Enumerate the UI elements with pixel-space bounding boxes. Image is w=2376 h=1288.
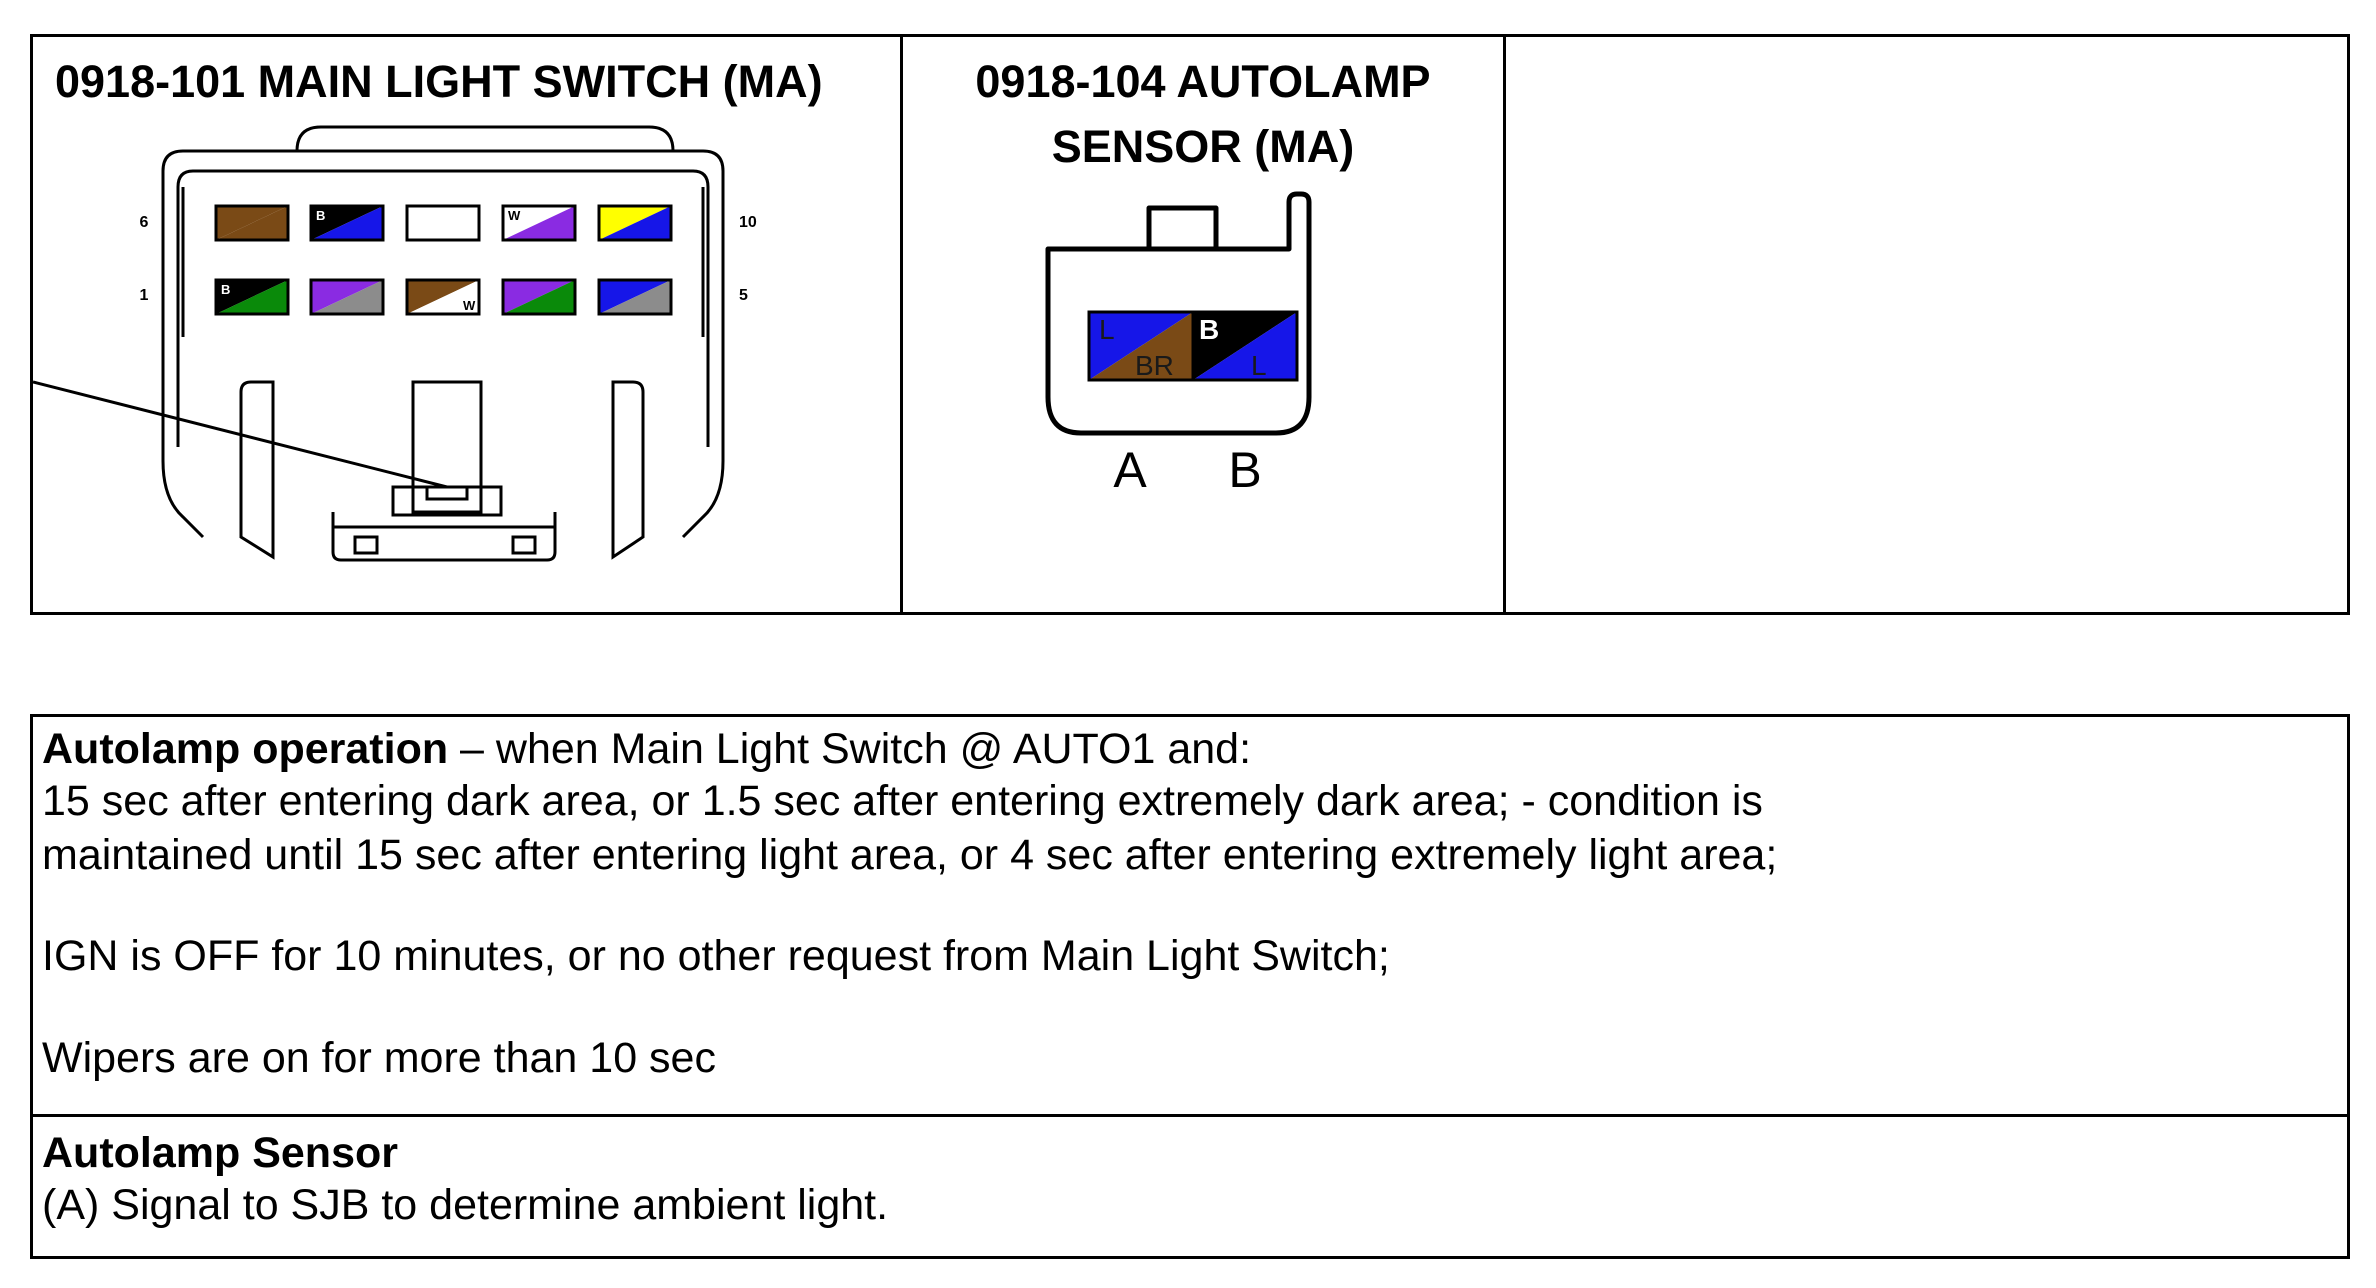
terminal-outline xyxy=(309,204,385,242)
terminal-letter-a: B xyxy=(316,208,325,223)
sensor-pin-b-terminal: B L xyxy=(1193,312,1297,381)
terminal-color-b xyxy=(311,280,383,314)
sensor-pin-a-label: A xyxy=(1113,442,1147,498)
autolamp-operation-line4: Wipers are on for more than 10 sec xyxy=(42,1034,716,1082)
connector-table: 0918-101 MAIN LIGHT SWITCH (MA) xyxy=(30,34,2350,615)
autolamp-sensor-note-text: (A) Signal to SJB to determine ambient l… xyxy=(42,1181,889,1229)
sensor-pin-a-color-b xyxy=(1089,312,1193,380)
terminal-letter-a: B xyxy=(221,282,230,297)
terminal-outline xyxy=(214,204,290,242)
pin-label-10: 10 xyxy=(739,214,757,231)
terminal-color-b xyxy=(503,280,575,314)
sensor-pin-b-letter-b: L xyxy=(1251,350,1267,381)
terminal-color-b xyxy=(216,280,288,314)
terminal-top-1 xyxy=(214,204,290,242)
autolamp-sensor-note-section: Autolamp Sensor (A) Signal to SJB to det… xyxy=(33,1117,2347,1259)
terminal-color-b xyxy=(599,206,671,240)
main-light-switch-connector: 6 1 10 5 B W B W xyxy=(33,125,757,562)
autolamp-operation-heading: Autolamp operation xyxy=(42,725,449,773)
pin-label-6: 6 xyxy=(140,214,149,231)
sensor-pin-b-letter-a: B xyxy=(1199,314,1219,345)
terminal-color-b xyxy=(407,280,479,314)
terminal-letter-b: W xyxy=(463,298,476,313)
autolamp-sensor-title-line1: 0918-104 AUTOLAMP xyxy=(975,56,1431,107)
sensor-pin-b-color-b xyxy=(1193,312,1297,380)
autolamp-operation-line2: maintained until 15 sec after entering l… xyxy=(42,831,1778,879)
pin-label-1: 1 xyxy=(140,287,149,304)
terminal-outline xyxy=(501,278,577,316)
autolamp-sensor-title-line2: SENSOR (MA) xyxy=(1051,121,1355,172)
sensor-pin-a-letter-a: L xyxy=(1099,314,1115,345)
terminal-top-2: B xyxy=(309,204,385,242)
autolamp-operation-section: Autolamp operation – when Main Light Swi… xyxy=(33,717,2347,1117)
autolamp-sensor-cell: 0918-104 AUTOLAMP SENSOR (MA) L BR B xyxy=(903,37,1506,612)
autolamp-sensor-note-heading: Autolamp Sensor xyxy=(42,1129,398,1177)
sensor-pin-a-letter-b: BR xyxy=(1135,350,1174,381)
terminal-color-b xyxy=(216,206,288,240)
terminal-top-3 xyxy=(405,204,481,242)
terminal-bottom-2 xyxy=(309,278,385,316)
autolamp-operation-line3: IGN is OFF for 10 minutes, or no other r… xyxy=(42,932,1390,980)
terminal-outline xyxy=(597,204,673,242)
terminal-outline xyxy=(501,204,577,242)
sensor-pin-a-terminal: L BR xyxy=(1089,312,1193,381)
terminal-color-b xyxy=(407,206,479,240)
terminal-outline xyxy=(309,278,385,316)
terminal-top-4: W xyxy=(501,204,577,242)
terminal-outline xyxy=(597,278,673,316)
terminal-bottom-5 xyxy=(597,278,673,316)
sensor-pin-b-label: B xyxy=(1228,442,1261,498)
autolamp-operation-line1: 15 sec after entering dark area, or 1.5 … xyxy=(42,777,1763,825)
autolamp-sensor-title: 0918-104 AUTOLAMP SENSOR (MA) xyxy=(903,49,1503,179)
main-light-switch-title: 0918-101 MAIN LIGHT SWITCH (MA) xyxy=(55,56,823,107)
terminal-letter-a: W xyxy=(508,208,521,223)
terminal-outline xyxy=(214,278,290,316)
terminal-bottom-3: W xyxy=(405,278,481,316)
terminal-color-b xyxy=(599,280,671,314)
empty-cell xyxy=(1506,37,2347,612)
autolamp-operation-heading-line: Autolamp operation – when Main Light Swi… xyxy=(42,723,1251,775)
autolamp-operation-heading-rest: – when Main Light Switch @ AUTO1 and: xyxy=(448,725,1252,773)
terminal-bottom-4 xyxy=(501,278,577,316)
terminal-color-b xyxy=(503,206,575,240)
notes-table: Autolamp operation – when Main Light Swi… xyxy=(30,714,2350,1259)
terminal-bottom-1: B xyxy=(214,278,290,316)
pin-label-5: 5 xyxy=(739,287,748,304)
autolamp-sensor-connector: L BR B L A B xyxy=(1045,191,1312,498)
main-light-switch-cell: 0918-101 MAIN LIGHT SWITCH (MA) xyxy=(33,37,903,612)
terminal-top-5 xyxy=(597,204,673,242)
terminal-color-b xyxy=(311,206,383,240)
terminal-outline xyxy=(405,278,481,316)
terminal-outline xyxy=(405,204,481,242)
